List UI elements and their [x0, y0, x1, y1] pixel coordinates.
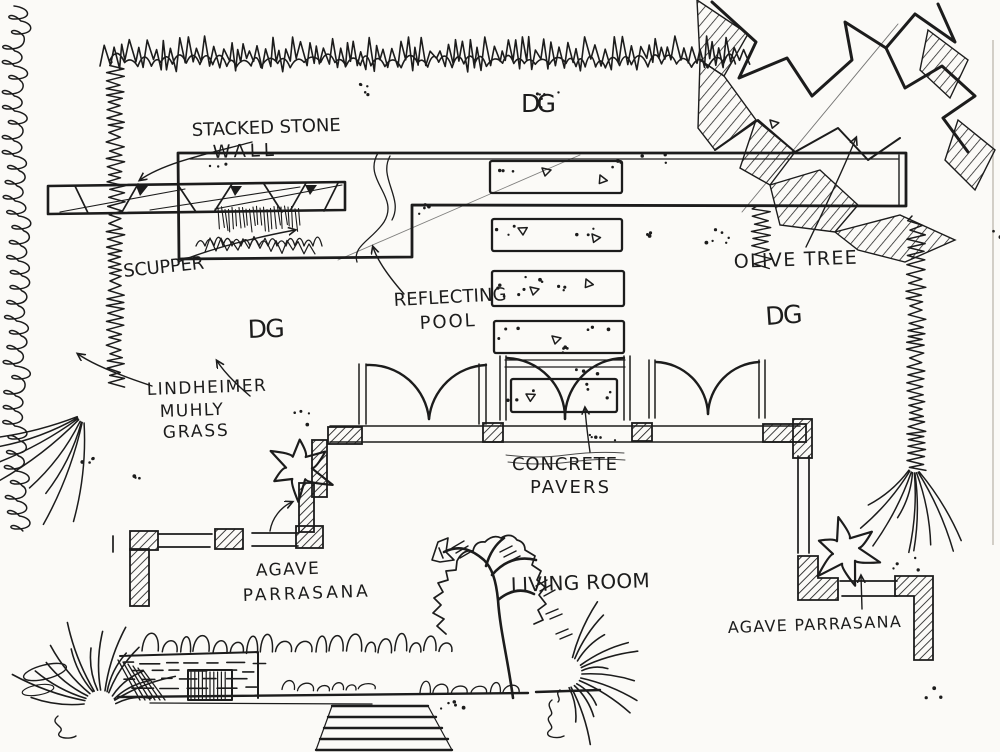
rock-left [22, 662, 68, 682]
left-muhly-band [105, 61, 126, 388]
existing-tree [431, 534, 639, 746]
label-stacked-stone-wall: STACKED STONE [191, 115, 342, 141]
door-swing-arcs [365, 356, 761, 421]
scupper-leader-arrow [177, 230, 295, 263]
muhly-leader-arrow-2 [217, 361, 251, 397]
label-dg-top: DG [521, 89, 557, 118]
agave-right-icon [816, 516, 882, 587]
sotol-plant-left [11, 621, 177, 706]
pavers-leader-arrow [585, 408, 591, 453]
agave-right-leader-arrow [861, 576, 862, 610]
hedge-row-right [419, 680, 520, 694]
steps [314, 704, 454, 752]
label-reflecting-pool: REFLECTING [393, 284, 508, 311]
gravel-dots [80, 82, 1000, 710]
construction-line [337, 154, 581, 261]
svg-text:MUHLY: MUHLY [159, 400, 224, 422]
label-agave-right: AGAVE PARRASANA [727, 612, 902, 637]
water-line [355, 152, 396, 263]
label-living-room: LIVING ROOM [510, 568, 651, 597]
muhly-leader-arrow [78, 354, 153, 387]
right-muhly-band [905, 215, 927, 472]
stacked-stone-wall [46, 180, 347, 216]
agave-left-icon [269, 438, 334, 503]
svg-text:GRASS: GRASS [162, 421, 229, 443]
olive-leader-faint [741, 23, 899, 213]
fan-plant-right [568, 601, 639, 746]
agave-left-leader-arrow [269, 502, 292, 532]
leaf-sprig [431, 537, 455, 563]
olive-leader-arrow [805, 138, 856, 248]
svg-text:POOL: POOL [419, 310, 476, 334]
left-loop-border [1, 5, 32, 532]
label-dg-right: DG [764, 299, 804, 331]
base-wall-line [116, 688, 602, 699]
wall-piers [129, 418, 934, 661]
top-grass-band [99, 35, 751, 73]
paver-triangles [517, 119, 780, 403]
grass-tuft-left [0, 415, 86, 526]
label-lindheimer: LINDHEIMER [146, 376, 267, 400]
leader-arrows [78, 138, 862, 610]
svg-text:PAVERS: PAVERS [530, 477, 610, 498]
pool-leader-arrow [373, 247, 405, 295]
label-concrete-pavers: CONCRETE [512, 454, 618, 475]
label-agave-left: AGAVE [255, 559, 320, 581]
label-dg-left: DG [247, 314, 286, 344]
svg-text:WALL: WALL [212, 140, 275, 163]
olive-tree [696, 0, 996, 270]
wall-leader-arrow [140, 141, 253, 180]
lower-garden [11, 621, 602, 752]
hedge-row-small [281, 679, 376, 692]
house-walls [112, 355, 934, 661]
label-olive-tree: OLIVE TREE [733, 247, 858, 273]
hedge-row [141, 632, 453, 655]
grass-tuft-right [859, 469, 962, 554]
scupper-splash [195, 205, 323, 255]
agave-plants [269, 438, 882, 587]
planting-borders [0, 5, 962, 554]
label-scupper: SCUPPER [122, 253, 206, 282]
structure-outline [119, 651, 259, 699]
svg-text:PARRASANA: PARRASANA [242, 582, 369, 606]
plan-labels: STACKED STONE WALL SCUPPER DG DG DG REFL… [122, 89, 902, 637]
